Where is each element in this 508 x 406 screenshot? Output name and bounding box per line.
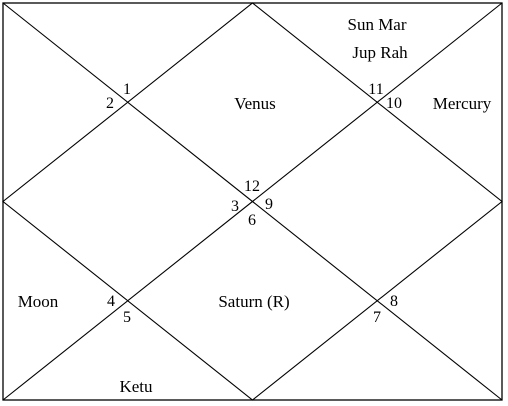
planet-label-jup-rah: Jup Rah (352, 43, 408, 62)
house-number-1: 1 (123, 81, 131, 98)
house-number-12: 12 (244, 178, 260, 195)
planet-label-sun-mar: Sun Mar (347, 15, 406, 34)
house-number-10: 10 (386, 95, 402, 112)
planet-label-moon: Moon (18, 292, 59, 311)
house-number-8: 8 (390, 293, 398, 310)
planet-label-mercury: Mercury (433, 94, 492, 113)
planet-label-saturn-r: Saturn (R) (218, 292, 289, 311)
diagonal-top-right-to-bottom-left (2, 2, 503, 401)
house-number-5: 5 (123, 309, 131, 326)
house-number-11: 11 (368, 81, 383, 98)
inner-diamond (2, 2, 503, 401)
house-number-3: 3 (231, 198, 239, 215)
planet-label-ketu: Ketu (119, 377, 153, 396)
house-number-4: 4 (107, 293, 115, 310)
house-number-7: 7 (373, 309, 381, 326)
house-number-2: 2 (106, 95, 114, 112)
house-number-6: 6 (248, 212, 256, 229)
planet-label-venus: Venus (234, 94, 276, 113)
house-number-9: 9 (265, 196, 273, 213)
